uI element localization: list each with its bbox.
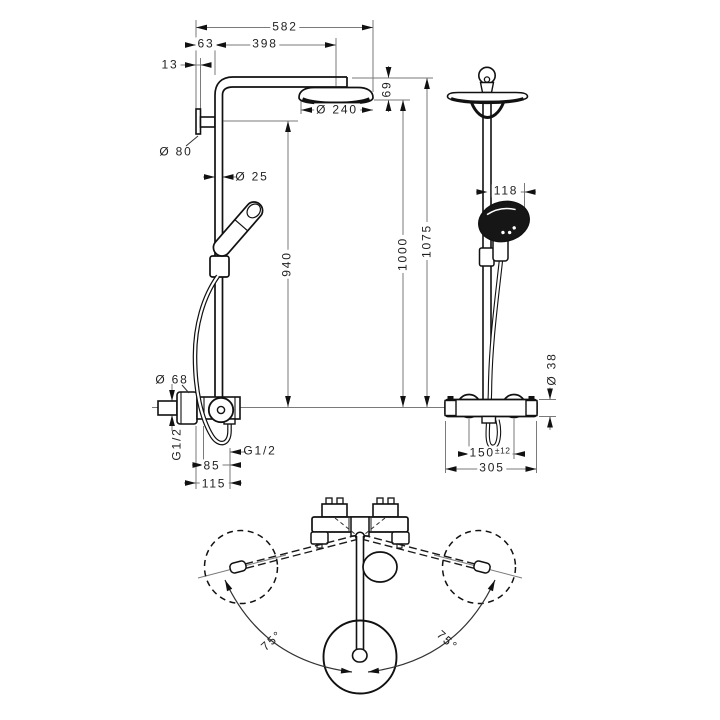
dim-overall-width: 582 xyxy=(270,19,300,34)
dim-head-diameter: Ø 240 xyxy=(314,102,360,117)
valve-handle-front xyxy=(207,396,235,424)
valve-handle-hub xyxy=(216,405,226,415)
dim-supply-spacing-value: 150 xyxy=(469,445,495,460)
dim-handshower-offset: 118 xyxy=(491,183,521,198)
riser-pipe-and-arm xyxy=(214,76,348,398)
union-nub-right xyxy=(528,396,535,401)
dim-thread-right: G1/2 xyxy=(243,443,277,458)
union-nub-left xyxy=(447,396,454,401)
dim-valve-width: 305 xyxy=(477,460,507,475)
ball-joint xyxy=(477,66,496,94)
handshower-side xyxy=(478,200,530,243)
plan-view xyxy=(203,497,517,695)
plan-valve-details xyxy=(334,517,386,535)
handshower-front xyxy=(212,201,264,257)
swivel-arcs xyxy=(224,579,496,673)
dim-total-height: 1075 xyxy=(419,222,434,260)
plan-pipe-fill xyxy=(356,536,364,652)
shower-hose-front xyxy=(192,274,232,446)
wall-union-right xyxy=(525,399,538,417)
dim-thread-left: G1/2 xyxy=(169,427,184,461)
dim-valve-offset: 115 xyxy=(199,476,229,491)
hose-outlet-side xyxy=(481,415,497,424)
plan-arm-end-cap xyxy=(351,648,368,663)
dim-escutcheon-diameter: Ø 68 xyxy=(155,372,189,387)
dim-bracket-diameter: Ø 80 xyxy=(159,144,193,159)
slider-clamp-side xyxy=(478,247,495,267)
bracket-leader-line xyxy=(185,135,199,147)
side-view xyxy=(444,66,538,449)
dimension-arrows xyxy=(169,24,553,674)
wall-bracket xyxy=(195,108,216,135)
wall-union-left xyxy=(444,399,457,417)
dim-bracket-depth: 13 xyxy=(159,57,181,72)
arm-end-cap-right xyxy=(473,560,491,574)
dim-pipe-diameter: Ø 25 xyxy=(235,169,269,184)
thermostat-body xyxy=(444,398,538,418)
pivot-bracket-side xyxy=(470,101,505,120)
thermostat-side xyxy=(444,393,538,424)
head-position-right xyxy=(441,529,517,605)
riser-side-fill xyxy=(483,92,491,400)
dim-bar-height: 940 xyxy=(279,249,294,279)
overhead-spray-face-side xyxy=(450,97,525,105)
escutcheon-leader-line xyxy=(181,384,190,394)
plan-arm-forward xyxy=(355,536,365,652)
dim-head-height: 69 xyxy=(379,78,394,100)
swivel-arms xyxy=(241,534,479,570)
head-position-left xyxy=(203,529,279,605)
dim-valve-diameter: Ø 38 xyxy=(544,350,559,388)
dim-outlet-offset: 85 xyxy=(201,458,223,473)
plan-valve xyxy=(310,497,410,549)
dim-pipe-offset: 63 xyxy=(195,36,217,51)
head-position-forward xyxy=(322,619,398,695)
plan-handshower xyxy=(362,551,398,583)
slider-clamp-front xyxy=(209,255,230,278)
dim-supply-spacing: 150±12 xyxy=(467,444,513,460)
front-view xyxy=(157,76,374,446)
dim-arm-reach: 398 xyxy=(250,36,280,51)
dim-supply-tolerance: ±12 xyxy=(494,444,511,455)
overhead-shower-spray-face xyxy=(301,97,371,106)
dim-height-head-bottom: 1000 xyxy=(395,235,410,273)
arm-end-cap-left xyxy=(229,560,247,574)
